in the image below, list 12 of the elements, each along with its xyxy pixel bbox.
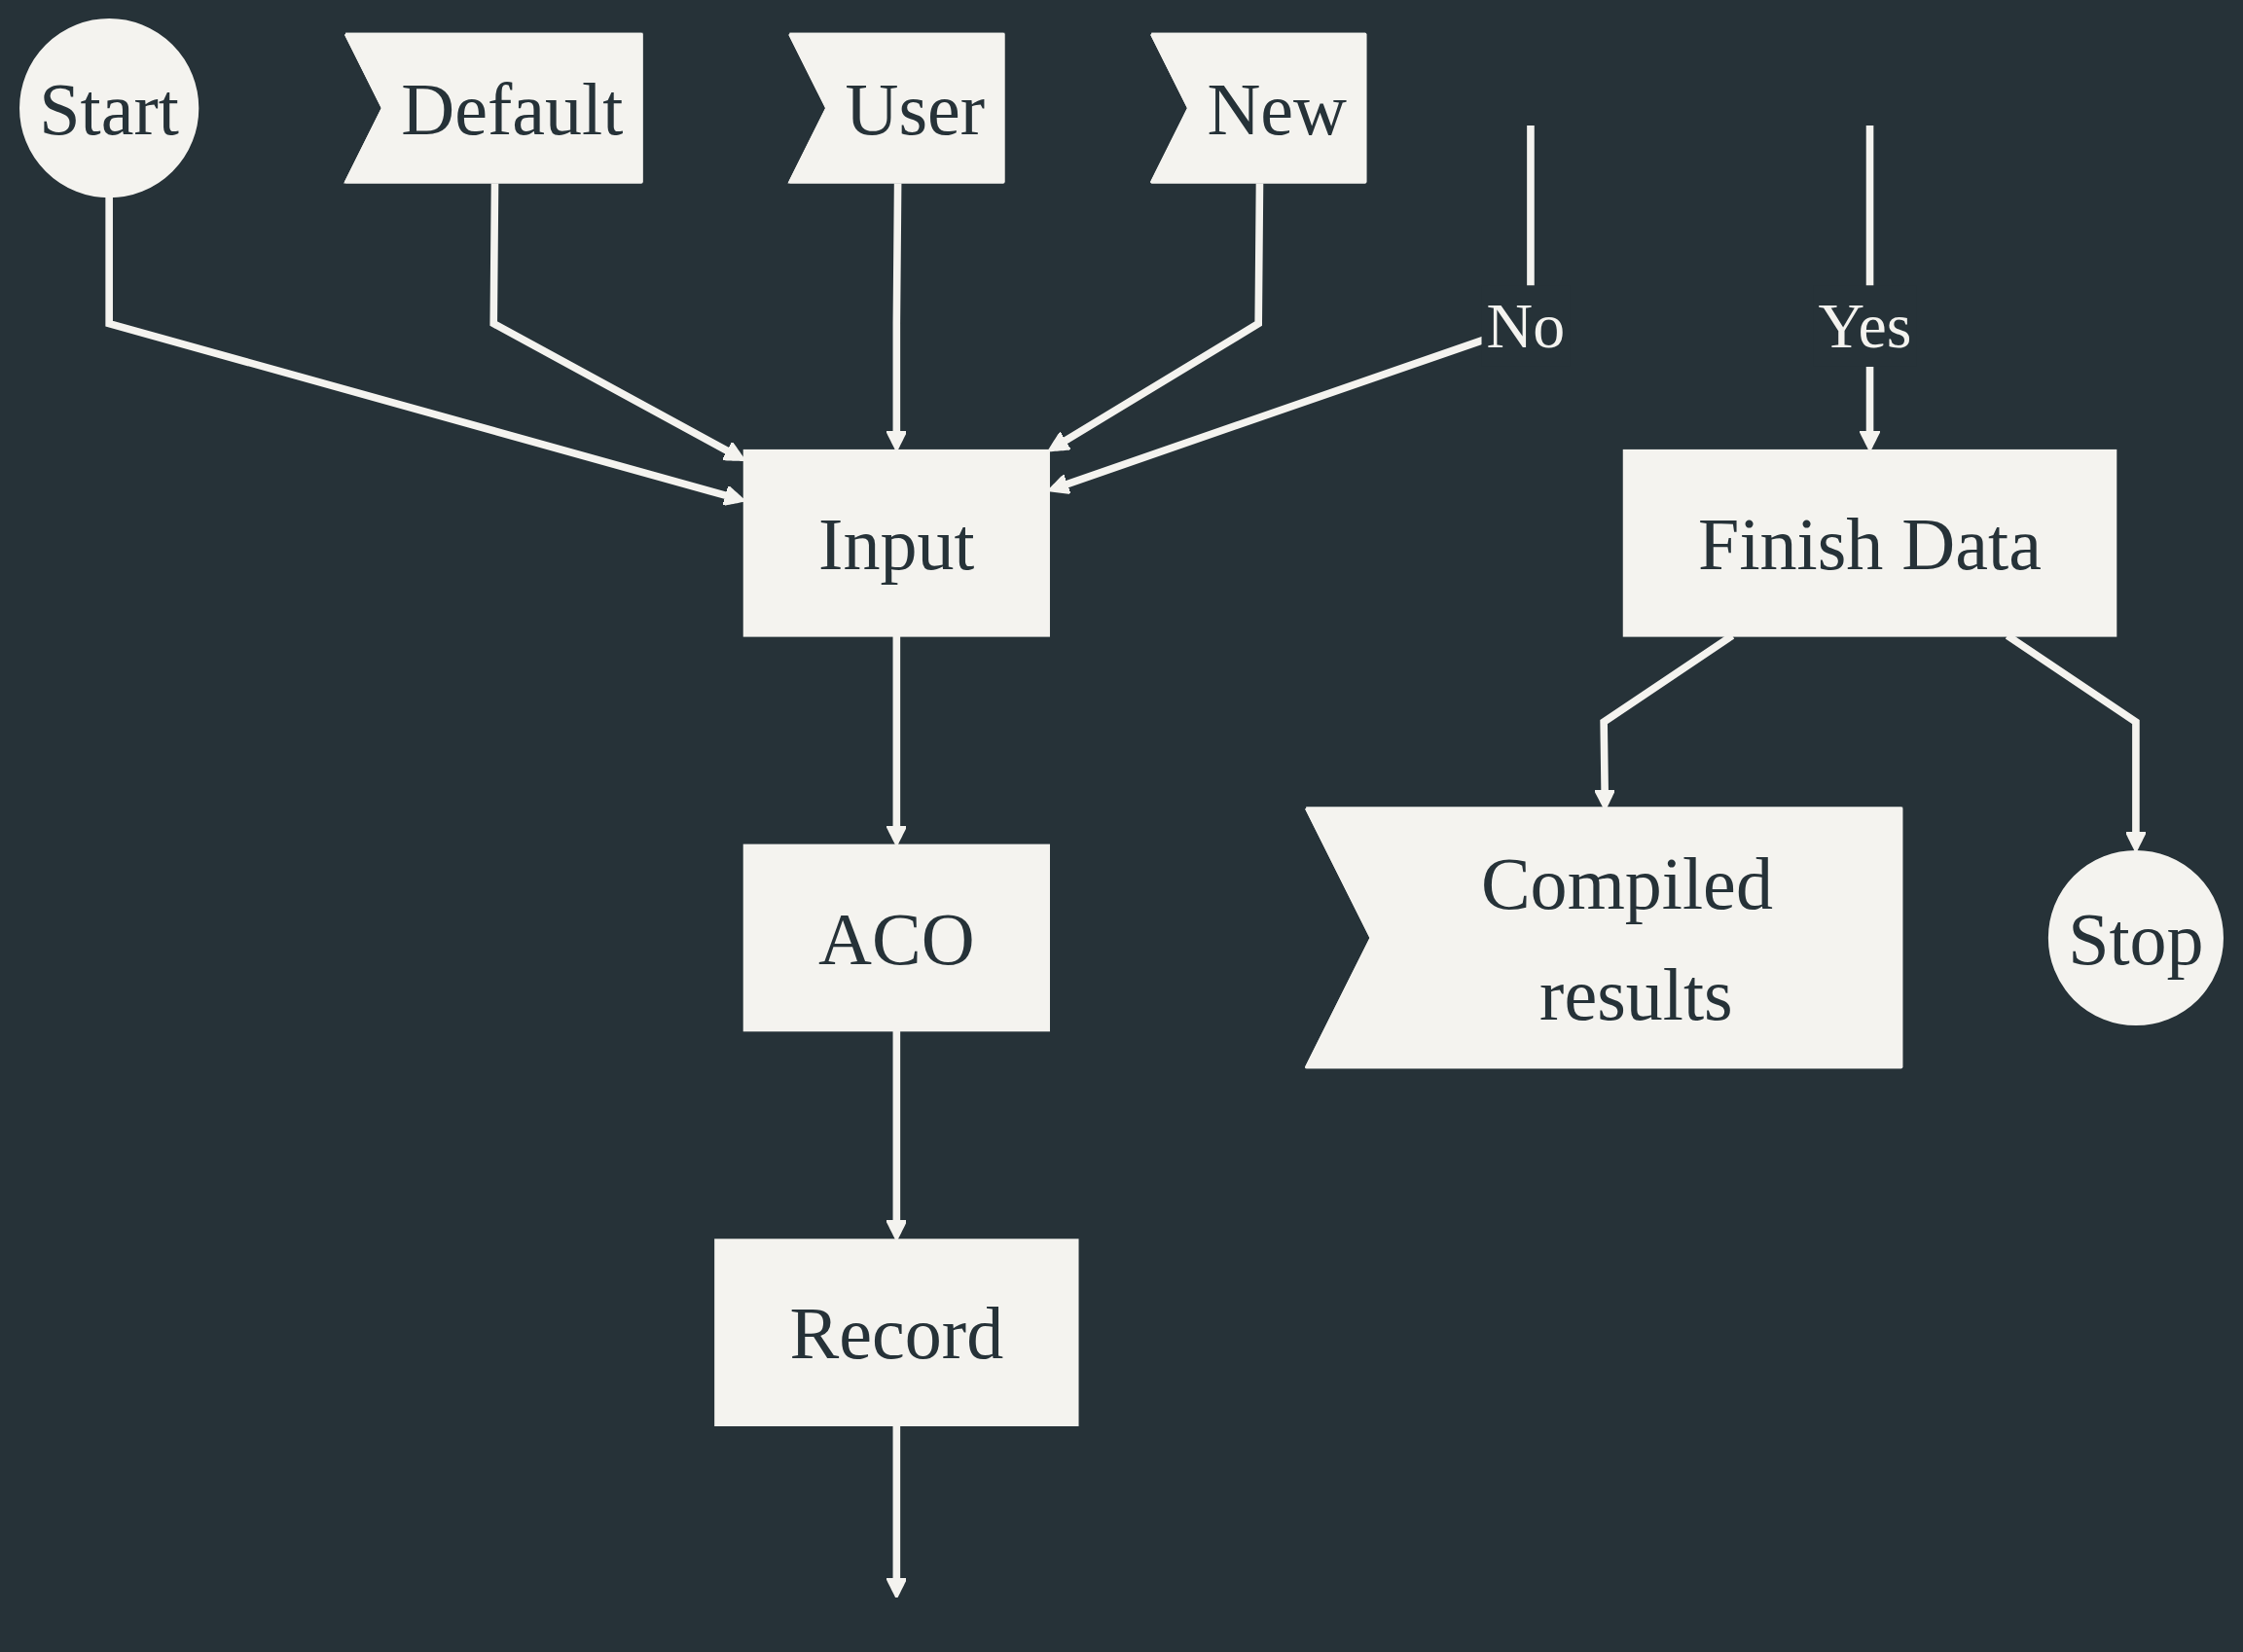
flowchart-node: Record: [714, 1239, 1079, 1426]
flowchart-node: Default: [344, 32, 643, 184]
arrow: [886, 1424, 908, 1599]
flowchart-node: Finish Data: [1622, 449, 2117, 637]
flowchart-node: Stop: [2047, 849, 2224, 1025]
flowchart-node: Compiled results: [1305, 807, 1903, 1069]
flowchart-node: User: [788, 32, 1005, 184]
flowchart-node: New: [1150, 32, 1367, 184]
flowchart-node: Input: [742, 449, 1050, 637]
arrow: [1047, 183, 1264, 452]
flowchart-node: ACO: [742, 844, 1050, 1032]
flowchart-node: Start: [19, 18, 199, 198]
